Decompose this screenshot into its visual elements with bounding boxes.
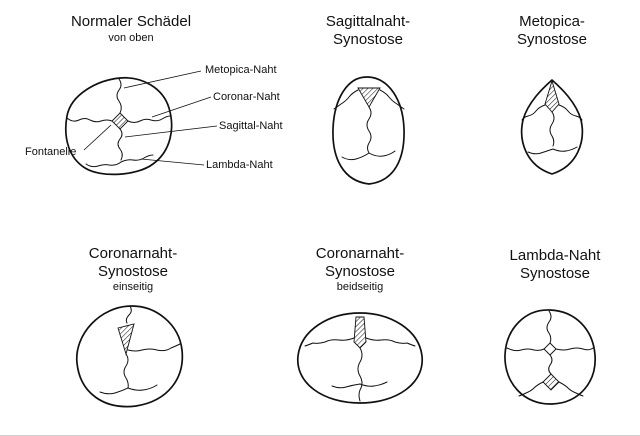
lambdoid-suture-right (558, 381, 584, 397)
label-coronar-naht: Coronar-Naht (213, 91, 280, 103)
lambda-synostosis-skull-drawing (504, 309, 596, 405)
sagittal-suture (549, 111, 555, 147)
lambdoid-suture (99, 384, 158, 395)
panel-title-lambda-line1: Lambda-Naht (509, 247, 601, 264)
skull-outline (297, 312, 423, 404)
panel-normal-skull: Normaler Schädel von oben (0, 0, 290, 218)
panel-subtitle-coronal-bi: beidseitig (336, 281, 384, 293)
coronal-suture-right (555, 347, 594, 351)
fused-suture-hatch (542, 373, 560, 391)
leader-line-fontanelle (83, 124, 112, 151)
normal-skull-drawing (65, 70, 218, 176)
panel-sagittal-synostosis: Sagittalnaht- Synostose (290, 0, 450, 218)
coronal-suture-left (333, 89, 359, 110)
lambdoid-suture (341, 150, 396, 161)
metopic-suture (116, 78, 122, 114)
panel-subtitle-coronal-uni: einseitig (112, 281, 154, 293)
sagittal-suture (357, 347, 363, 402)
panel-title-coronal-bi-line2: Synostose (324, 263, 396, 280)
label-sagittal-naht: Sagittal-Naht (219, 120, 283, 132)
label-metopica-naht: Metopica-Naht (205, 64, 277, 76)
skull-outline (504, 309, 596, 405)
skull-outline (520, 79, 584, 175)
sagittal-suture (123, 353, 129, 389)
leader-line-lambda (140, 158, 205, 166)
fused-suture-hatch (117, 323, 135, 356)
coronal-suture-right (127, 115, 171, 123)
metopic-suture (546, 310, 552, 344)
coronal-suture-right (365, 337, 416, 347)
panel-title-lambda-line2: Synostose (519, 265, 591, 282)
sagittal-suture (548, 354, 553, 375)
panel-lambda-synostosis: Lambda-Naht Synostose (460, 232, 640, 436)
fused-suture-hatch (357, 87, 381, 108)
panel-coronal-unilateral-synostosis: Coronarnaht- Synostose einseitig (0, 232, 280, 436)
leader-lines (83, 70, 218, 166)
panel-title-coronal-uni-line1: Coronarnaht- (88, 245, 178, 262)
leader-line-sagittal (124, 125, 218, 138)
lambdoid-suture (85, 154, 154, 168)
coronal-suture-right (558, 104, 583, 121)
metopic-suture (125, 305, 132, 324)
panel-title-metopica-line1: Metopica- (519, 13, 585, 30)
leader-line-metopica (123, 70, 202, 89)
sagittal-suture (366, 106, 372, 154)
fontanelle-diamond (543, 342, 557, 356)
panel-title-normal: Normaler Schädel (70, 13, 192, 30)
fontanelle-diamond (111, 112, 129, 130)
coronal-suture-right (127, 343, 181, 352)
skull-outline (65, 76, 173, 176)
panel-metopica-synostosis: Metopica- Synostose (460, 0, 640, 218)
panel-title-metopica-line2: Synostose (516, 31, 588, 48)
coronal-unilateral-skull-drawing (76, 305, 184, 408)
label-fontanelle: Fontanelle (25, 146, 77, 158)
sagittal-suture (117, 128, 123, 161)
panel-title-coronal-uni-line2: Synostose (97, 263, 169, 280)
panel-title-sagittal-line2: Synostose (332, 31, 404, 48)
panel-subtitle-normal: von oben (108, 32, 154, 44)
coronal-suture-left (66, 117, 113, 123)
metopica-synostosis-skull-drawing (520, 79, 584, 175)
panel-title-sagittal-line1: Sagittalnaht- (325, 13, 411, 30)
skull-outline (76, 305, 184, 408)
coronal-bilateral-skull-drawing (297, 312, 423, 404)
coronal-suture-left (304, 337, 355, 347)
panel-coronal-bilateral-synostosis: Coronarnaht- Synostose beidseitig (280, 232, 460, 436)
sagittal-synostosis-skull-drawing (332, 76, 405, 185)
panel-title-coronal-bi-line1: Coronarnaht- (315, 245, 405, 262)
coronal-suture-left (521, 104, 546, 121)
fused-suture-hatch (544, 79, 560, 113)
lambdoid-suture (527, 146, 578, 155)
label-lambda-naht: Lambda-Naht (206, 159, 273, 171)
coronal-suture-left (506, 347, 545, 352)
leader-line-coronar (151, 96, 212, 118)
lambdoid-suture (331, 381, 388, 389)
fused-suture-hatch (353, 316, 367, 349)
lambdoid-suture-left (518, 381, 544, 397)
coronal-suture-right (379, 89, 405, 110)
